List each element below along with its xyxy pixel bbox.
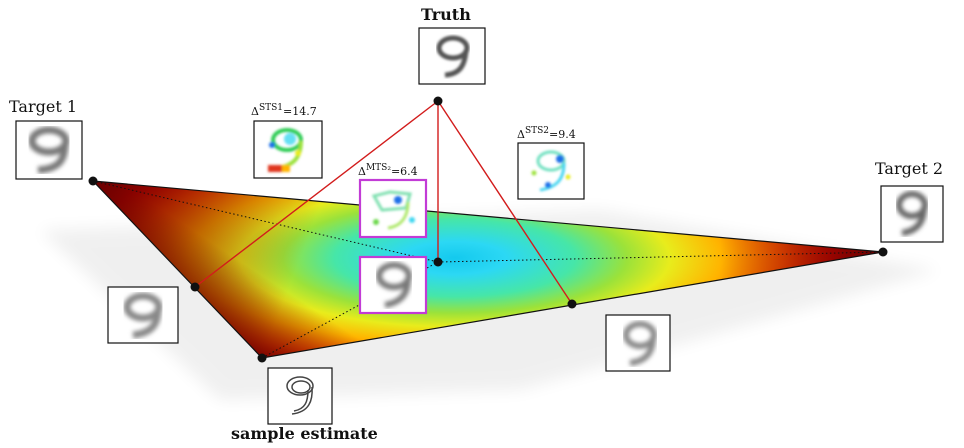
delta-value: =14.7 xyxy=(283,105,317,118)
delta-symbol: Δ xyxy=(251,105,259,118)
edge-midpoint-right-dot xyxy=(567,299,577,309)
error-heatmap-icon xyxy=(358,178,428,239)
delta-value: =6.4 xyxy=(390,165,418,178)
error-heatmap-icon xyxy=(517,142,585,200)
vertex-dots xyxy=(88,96,888,363)
truth-edges xyxy=(194,100,573,305)
truth-label: Truth xyxy=(421,5,471,24)
sample-estimate-label: sample estimate xyxy=(231,424,378,443)
target1-dot xyxy=(88,176,98,186)
digit-nine-icon xyxy=(267,367,333,425)
error-heatmap-icon xyxy=(253,120,323,179)
delta-mts-label: ΔMTS₂=6.4 xyxy=(358,163,418,178)
target2-label: Target 2 xyxy=(875,159,944,178)
digit-nine-icon xyxy=(605,314,671,372)
digit-nine-icon xyxy=(880,185,944,243)
delta-sts2-label: ΔSTS2=9.4 xyxy=(517,126,576,141)
delta-superscript: STS2 xyxy=(524,126,550,136)
digit-nine-icon xyxy=(358,255,428,315)
delta-symbol: Δ xyxy=(517,128,525,141)
sample-estimate-dot xyxy=(257,353,267,363)
target1-label: Target 1 xyxy=(9,97,78,116)
delta-symbol: Δ xyxy=(358,165,366,178)
delta-value: =9.4 xyxy=(549,128,576,141)
projection-lines xyxy=(92,180,884,359)
delta-superscript: MTS₂ xyxy=(365,163,391,173)
digit-nine-icon xyxy=(418,27,486,85)
digit-nine-icon xyxy=(107,286,179,344)
delta-sts1-label: ΔSTS1=14.7 xyxy=(251,103,317,118)
digit-nine-icon xyxy=(15,120,83,180)
target2-dot xyxy=(878,247,888,257)
barycenter-dot xyxy=(433,257,443,267)
edge-midpoint-left-dot xyxy=(190,282,200,292)
delta-superscript: STS1 xyxy=(258,103,284,113)
truth-dot xyxy=(433,96,443,106)
